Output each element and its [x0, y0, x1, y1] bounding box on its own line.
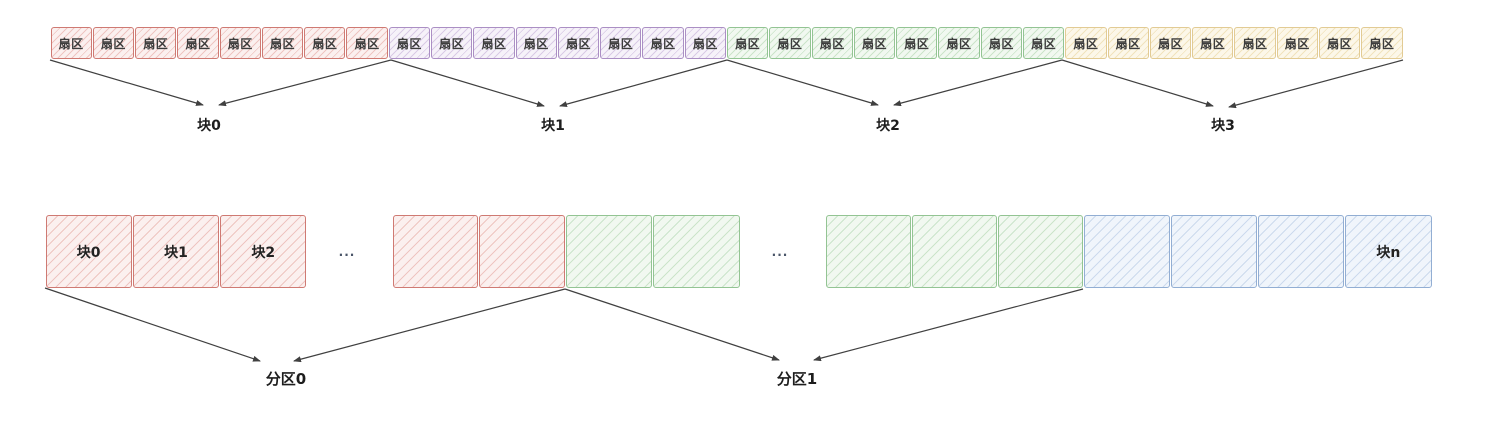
block-segment-green-3	[565, 215, 740, 288]
arrow-part0-left	[44, 287, 261, 362]
sector-box: 扇区	[261, 27, 304, 59]
sector-box: 扇区	[938, 27, 980, 59]
ellipsis: ...	[338, 245, 356, 259]
arrow-group1-right	[559, 59, 728, 108]
block-segment-green-5	[825, 215, 1083, 288]
block-cell	[1170, 215, 1257, 288]
sector-box: 扇区	[557, 27, 600, 59]
sector-box: 扇区	[1107, 27, 1149, 59]
sector-box: 扇区	[388, 27, 431, 59]
ellipsis: ...	[771, 245, 789, 259]
arrow-group0-left	[49, 59, 204, 106]
block-label-0: 块0	[197, 118, 221, 134]
sector-box: 扇区	[304, 27, 346, 59]
sector-group-0: 扇区扇区扇区扇区扇区扇区扇区扇区	[50, 27, 388, 59]
sector-box: 扇区	[642, 27, 684, 59]
sector-box: 扇区	[1276, 27, 1318, 59]
arrow-part1-right	[813, 288, 1084, 362]
block-label-3: 块3	[1211, 118, 1235, 134]
sector-group-3: 扇区扇区扇区扇区扇区扇区扇区扇区	[1065, 27, 1403, 59]
sector-box: 扇区	[1065, 27, 1107, 59]
sector-box: 扇区	[1149, 27, 1192, 59]
sector-box: 扇区	[177, 27, 219, 59]
block-cell	[653, 215, 740, 288]
block-cell	[911, 215, 997, 288]
sector-box: 扇区	[515, 27, 557, 59]
block-cell	[392, 215, 478, 288]
partition-label-0: 分区0	[265, 370, 307, 388]
block-label-2: 块2	[876, 118, 900, 134]
sector-box: 扇区	[1318, 27, 1361, 59]
block-cell: 块2	[220, 215, 307, 288]
arrow-group3-right	[1228, 59, 1404, 109]
sector-box: 扇区	[92, 27, 135, 59]
sector-box: 扇区	[896, 27, 938, 59]
sector-box: 扇区	[135, 27, 177, 59]
sector-box: 扇区	[600, 27, 642, 59]
block-label-1: 块1	[541, 118, 565, 134]
arrow-part0-right	[293, 288, 566, 363]
arrow-group3-left	[1061, 59, 1214, 107]
block-cell	[825, 215, 911, 288]
sector-box: 扇区	[853, 27, 896, 59]
arrow-group1-left	[390, 59, 545, 107]
sector-group-1: 扇区扇区扇区扇区扇区扇区扇区扇区	[388, 27, 726, 59]
block-cell	[1083, 215, 1170, 288]
sector-box: 扇区	[473, 27, 515, 59]
block-cell	[1258, 215, 1345, 288]
block-cell: 块n	[1345, 215, 1432, 288]
sector-box: 扇区	[980, 27, 1022, 59]
sector-box: 扇区	[1192, 27, 1234, 59]
sector-box: 扇区	[431, 27, 473, 59]
arrow-part1-left	[564, 288, 780, 361]
sector-box: 扇区	[1361, 27, 1403, 59]
block-cell: 块0	[45, 215, 132, 288]
block-cell	[997, 215, 1083, 288]
arrow-group2-left	[726, 59, 879, 106]
sector-box: 扇区	[727, 27, 769, 59]
sector-group-2: 扇区扇区扇区扇区扇区扇区扇区扇区	[727, 27, 1065, 59]
block-cell: 块1	[132, 215, 220, 288]
sector-box: 扇区	[1022, 27, 1065, 59]
sector-box: 扇区	[684, 27, 726, 59]
block-cell	[565, 215, 652, 288]
sector-box: 扇区	[346, 27, 388, 59]
sector-box: 扇区	[1234, 27, 1276, 59]
sector-box: 扇区	[811, 27, 853, 59]
arrow-group0-right	[218, 59, 392, 107]
block-cell	[479, 215, 565, 288]
arrow-group2-right	[893, 59, 1063, 107]
partition-label-1: 分区1	[776, 370, 818, 388]
sector-box: 扇区	[769, 27, 811, 59]
block-segment-blue-6: 块n	[1083, 215, 1432, 288]
sector-box: 扇区	[50, 27, 92, 59]
block-segment-red-2	[392, 215, 565, 288]
sector-box: 扇区	[219, 27, 261, 59]
sector-row: 扇区扇区扇区扇区扇区扇区扇区扇区扇区扇区扇区扇区扇区扇区扇区扇区扇区扇区扇区扇区…	[50, 27, 1403, 59]
